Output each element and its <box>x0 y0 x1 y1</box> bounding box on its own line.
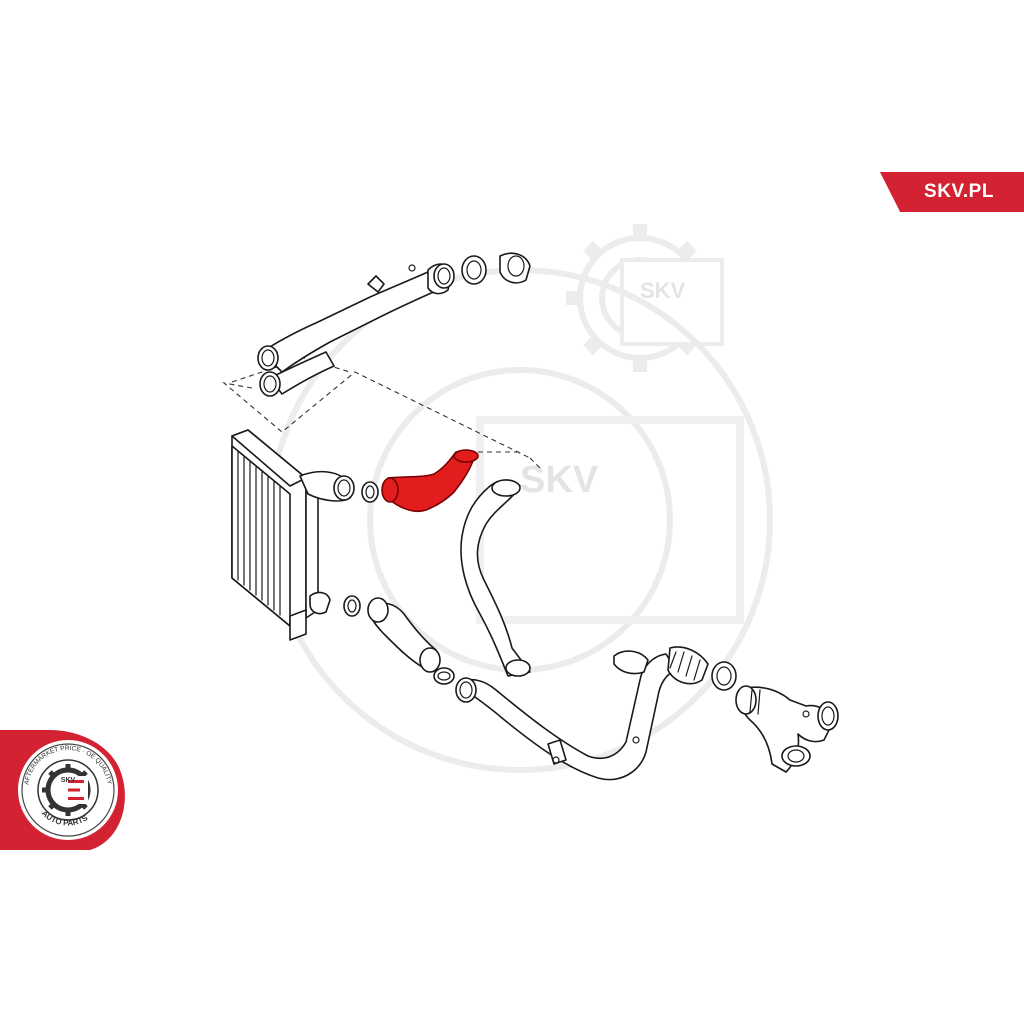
upper-hose-clamps <box>461 252 531 285</box>
brand-tag: SKV.PL <box>880 172 1024 212</box>
watermark-gear-large: SKV <box>267 267 773 773</box>
charge-air-hose-highlighted <box>381 449 479 513</box>
lower-hose <box>367 597 455 685</box>
coolant-style-hose <box>460 479 531 677</box>
throttle-connector <box>735 685 839 773</box>
intercooler <box>231 429 355 641</box>
skv-badge-logo: SKV AFTERMARKET PRICE · OE QUALITY AUTO … <box>0 730 125 850</box>
badge-center-text: SKV <box>61 777 76 784</box>
brand-tag-text: SKV.PL <box>924 181 994 202</box>
upper-charge-pipe <box>257 263 455 397</box>
o-rings <box>343 481 379 617</box>
lower-charge-pipe <box>455 646 737 781</box>
watermark-text-large: SKV <box>520 459 599 501</box>
gear-e-icon <box>42 764 91 816</box>
watermark-gear-small: SKV <box>566 224 724 372</box>
watermark-text-small: SKV <box>640 278 686 303</box>
